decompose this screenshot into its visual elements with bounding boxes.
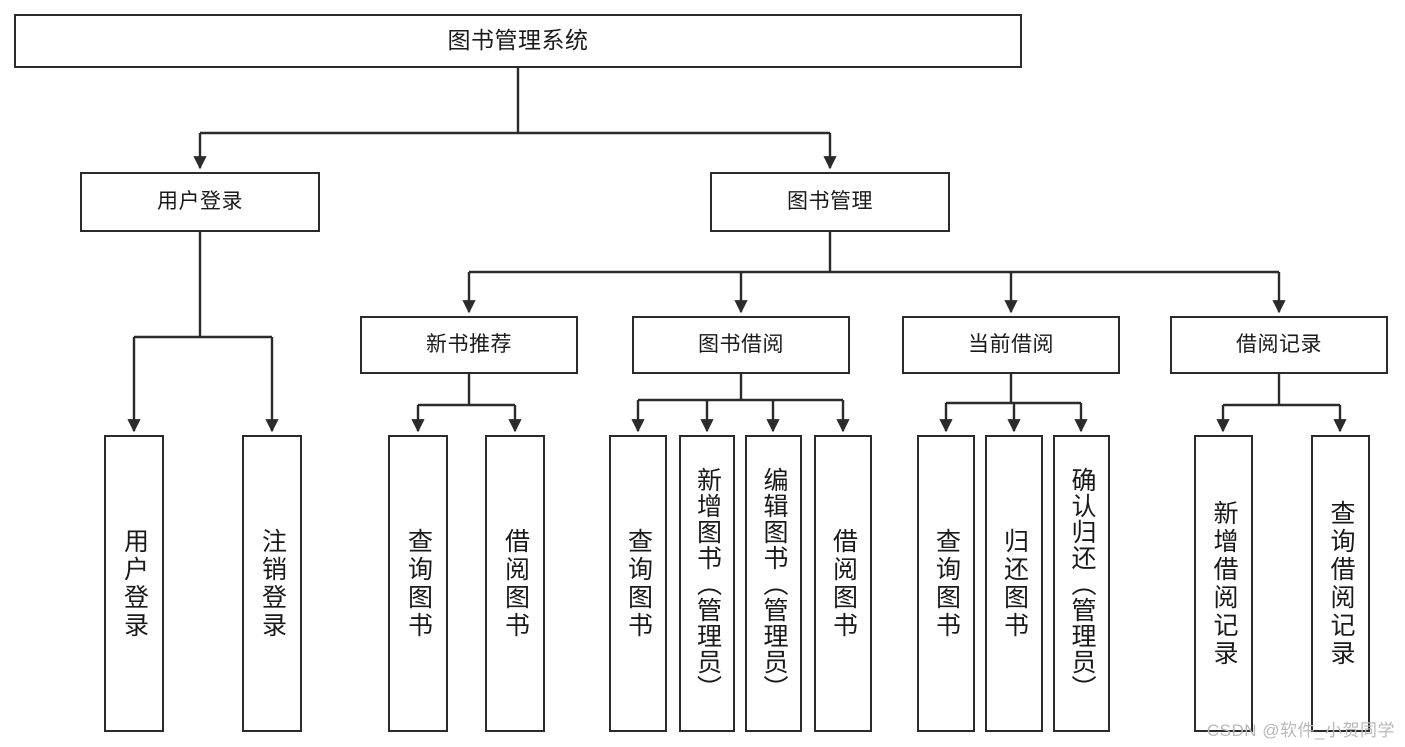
- node-leaf-0-label: 用户登录: [120, 527, 149, 640]
- node-leaf-3-label: 借阅图书: [501, 527, 530, 640]
- csdn-watermark: CSDN @软件_小贺同学: [1206, 721, 1395, 740]
- node-leaf-1[interactable]: 注销登录: [242, 435, 302, 732]
- node-tier2-book-borrow[interactable]: 图书借阅: [632, 316, 850, 374]
- node-tier2-borrow-record[interactable]: 借阅记录: [1170, 316, 1388, 374]
- node-root-label: 图书管理系统: [447, 27, 589, 54]
- node-leaf-10[interactable]: 确认归还（管理员）: [1053, 435, 1110, 732]
- node-leaf-7-label: 借阅图书: [829, 527, 858, 640]
- node-leaf-9-label: 归还图书: [1000, 527, 1029, 640]
- node-leaf-4-label: 查询图书: [624, 527, 653, 640]
- node-leaf-12[interactable]: 查询借阅记录: [1311, 435, 1370, 732]
- node-tier1-book-management[interactable]: 图书管理: [710, 172, 950, 232]
- node-leaf-2-label: 查询图书: [404, 527, 433, 640]
- node-leaf-4[interactable]: 查询图书: [609, 435, 667, 732]
- node-leaf-10-label: 确认归还（管理员）: [1068, 466, 1096, 701]
- node-leaf-5-label: 新增图书（管理员）: [693, 466, 722, 701]
- node-leaf-8[interactable]: 查询图书: [917, 435, 975, 732]
- node-tier2-new-book-recommend-label: 新书推荐: [426, 333, 512, 357]
- node-leaf-11-label: 新增借阅记录: [1210, 499, 1238, 668]
- node-tier1-user-login-label: 用户登录: [157, 190, 243, 214]
- node-leaf-9[interactable]: 归还图书: [985, 435, 1043, 732]
- node-leaf-5[interactable]: 新增图书（管理员）: [679, 435, 735, 732]
- node-leaf-11[interactable]: 新增借阅记录: [1194, 435, 1253, 732]
- node-leaf-8-label: 查询图书: [932, 527, 961, 640]
- node-tier2-current-borrow-label: 当前借阅: [968, 333, 1054, 357]
- node-tier1-user-login[interactable]: 用户登录: [80, 172, 320, 232]
- node-leaf-12-label: 查询借阅记录: [1327, 499, 1355, 668]
- node-tier2-book-borrow-label: 图书借阅: [698, 333, 784, 357]
- node-root[interactable]: 图书管理系统: [14, 14, 1022, 68]
- node-tier2-borrow-record-label: 借阅记录: [1236, 333, 1322, 357]
- node-leaf-1-label: 注销登录: [258, 527, 287, 640]
- node-leaf-6[interactable]: 编辑图书（管理员）: [745, 435, 802, 732]
- node-leaf-7[interactable]: 借阅图书: [814, 435, 872, 732]
- node-tier2-new-book-recommend[interactable]: 新书推荐: [360, 316, 578, 374]
- node-tier1-book-management-label: 图书管理: [787, 190, 873, 214]
- node-tier2-current-borrow[interactable]: 当前借阅: [902, 316, 1120, 374]
- node-leaf-0[interactable]: 用户登录: [104, 435, 164, 732]
- node-leaf-2[interactable]: 查询图书: [388, 435, 448, 732]
- node-leaf-3[interactable]: 借阅图书: [485, 435, 545, 732]
- node-leaf-6-label: 编辑图书（管理员）: [760, 466, 788, 701]
